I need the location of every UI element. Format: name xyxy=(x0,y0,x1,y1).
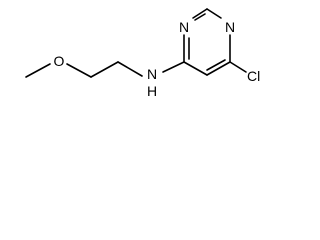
bond-c4-nh xyxy=(162,61,185,73)
bond-c-o xyxy=(66,63,92,78)
bond-ring-c2-n3-inner xyxy=(194,13,206,21)
bond-c6-cl xyxy=(229,61,247,73)
bond-ring-c2-n3 xyxy=(192,8,208,19)
bond-c-c xyxy=(90,61,119,78)
bond-ring-c4-c5 xyxy=(183,61,208,76)
atom-label-o: O xyxy=(54,53,65,69)
atom-label-cl: Cl xyxy=(247,68,260,84)
atom-label-nh-n: N xyxy=(147,66,157,82)
atom-label-n3: N xyxy=(179,19,189,35)
atom-label-n1: N xyxy=(225,19,235,35)
bond-ring-c6-c5-inner xyxy=(206,59,226,71)
bond-o-ch3 xyxy=(25,63,51,78)
bond-nh-c xyxy=(117,61,143,77)
structure-diagram: N N O N H Cl xyxy=(25,8,260,99)
bond-ring-c2-n1 xyxy=(206,8,222,19)
atom-label-nh-h: H xyxy=(147,83,157,99)
bond-ring-c6-c5 xyxy=(206,61,231,76)
